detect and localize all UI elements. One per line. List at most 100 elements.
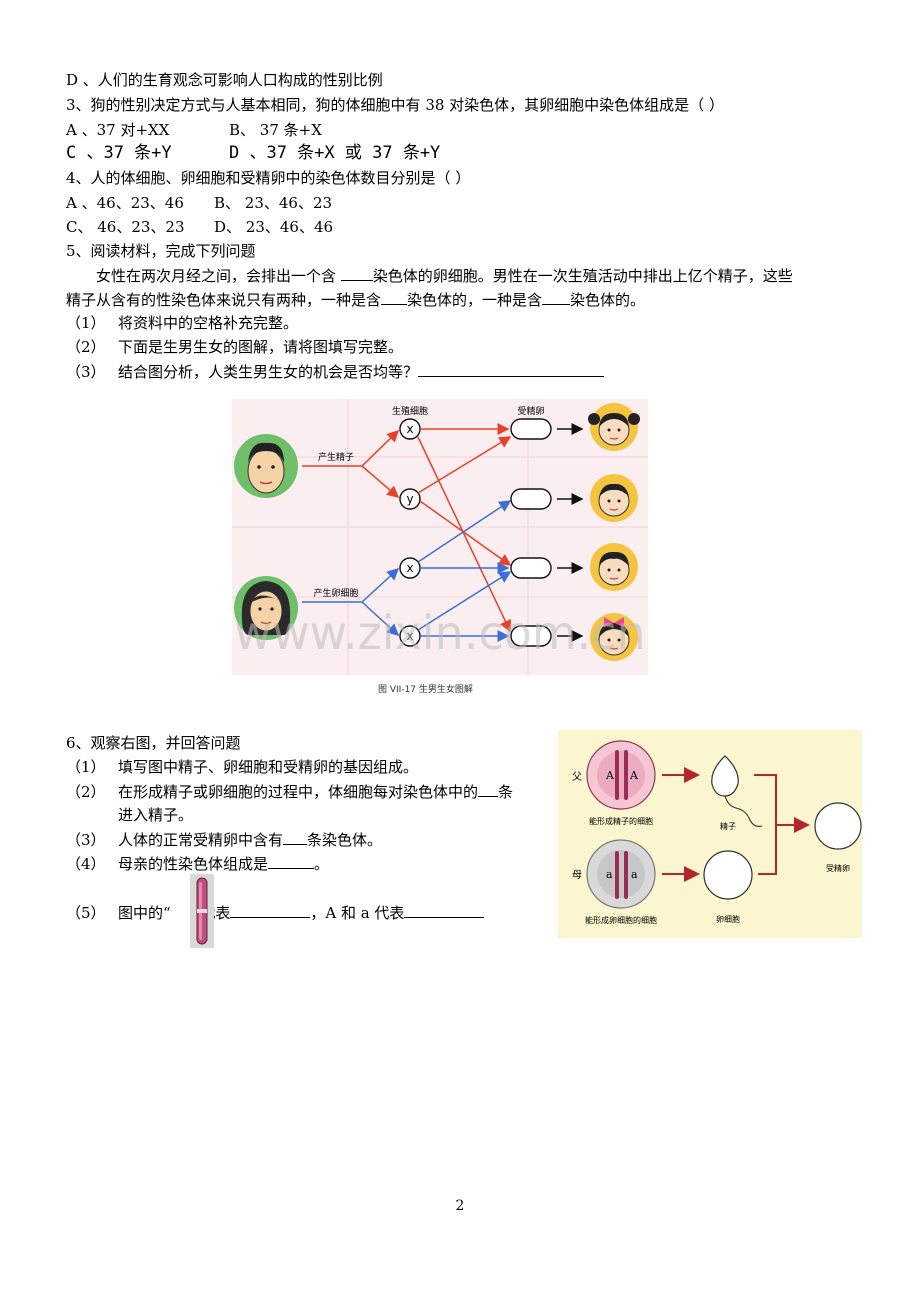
watermark: www.zixin.com.cn [234, 606, 645, 660]
label-zygote: 受精卵 [517, 405, 544, 417]
mother-arrows [302, 567, 400, 637]
q5-text: 染色体的。 [570, 291, 646, 309]
mother-cell: a a [586, 839, 656, 909]
label-egg-forming-cell: 能形成卵细胞的细胞 [585, 915, 657, 925]
sperm-to-zygote-arrows [417, 423, 512, 633]
diagram-background [232, 399, 648, 675]
subquestion-number: （3） [66, 831, 106, 849]
gene-transmission-diagram: 父 母 A A 能形成精子的细胞 a a 能形成卵细胞的细胞 [558, 730, 862, 938]
germ-cell-egg-x-1: x [399, 557, 421, 579]
q5-subquestion-1: （1） 将资料中的空格补充完整。 [66, 313, 298, 333]
father-face-icon [234, 434, 298, 498]
answer-blank[interactable] [542, 289, 571, 305]
q6-subquestion-2: （2） 在形成精子或卵细胞的过程中，体细胞每对染色体中的 条 [66, 781, 513, 802]
answer-blank[interactable] [478, 781, 499, 797]
subquestion-number: （2） [66, 783, 106, 801]
zygote-blank-2[interactable] [510, 488, 552, 510]
subquestion-number: （3） [66, 363, 106, 381]
label-produce-sperm: 产生精子 [318, 451, 354, 463]
boy-face-icon [590, 543, 638, 591]
subquestion-number: （4） [66, 855, 106, 873]
q5-subquestion-2: （2）下面是生男生女的图解，请将图填写完整。 [66, 337, 403, 357]
answer-blank[interactable] [340, 265, 373, 281]
q5-text: 染色体的卵细胞。男性在一次生殖活动中排出上亿个精子，这些 [372, 267, 793, 285]
girl-face-icon [590, 613, 638, 661]
mother-face-icon [234, 576, 298, 640]
q3-option-b: B、 37 条+X [229, 121, 322, 139]
subquestion-text: 填写图中精子、卵细胞和受精卵的基因组成。 [118, 758, 419, 776]
label-sperm: 精子 [720, 821, 736, 831]
label-germ-cell: 生殖细胞 [392, 405, 428, 417]
q3-option-c: C 、37 条+Y [66, 143, 172, 163]
label-egg: 卵细胞 [716, 914, 740, 924]
q4-option-c: C、 46、23、23 [66, 218, 185, 236]
answer-blank[interactable] [404, 902, 485, 918]
label-zygote: 受精卵 [826, 863, 850, 873]
subquestion-number: （1） [66, 758, 106, 776]
q4-option-a: A 、46、23、46 [66, 194, 184, 212]
subquestion-text: 条染色体。 [307, 831, 383, 849]
q4-option-d: D、 23、46、46 [214, 218, 334, 236]
q4-options-cd: C、 46、23、23 D、 23、46、46 [66, 217, 333, 237]
subquestion-text: 在形成精子或卵细胞的过程中，体细胞每对染色体中的 [118, 783, 479, 801]
label-father: 父 [572, 771, 582, 783]
label-sperm-forming-cell: 能形成精子的细胞 [589, 816, 653, 826]
zygote-blank-1[interactable] [510, 418, 552, 440]
question-4: 4、人的体细胞、卵细胞和受精卵中的染色体数目分别是（ ） [66, 169, 471, 187]
subquestion-text: 图中的“ [118, 904, 171, 922]
q5-paragraph-line1: 女性在两次月经之间，会排出一个含 染色体的卵细胞。男性在一次生殖活动中排出上亿个… [96, 265, 793, 286]
q3-options-cd: C 、37 条+Y D 、37 条+X 或 37 条+Y [66, 143, 440, 163]
sperm-icon [711, 755, 763, 827]
question-6: 6、观察右图，并回答问题 [66, 734, 241, 752]
subquestion-text: 结合图分析，人类生男生女的机会是否均等？ [118, 363, 419, 381]
q6-subquestion-5: （5）图中的“”代表，A 和 a 代表 [66, 902, 485, 923]
q6-subquestion-4: （4） 母亲的性染色体组成是 。 [66, 853, 329, 874]
gene-label: A [605, 769, 615, 782]
chromosome-icon [190, 874, 214, 948]
father-cell: A A [586, 740, 656, 810]
subquestion-text: 条 [498, 783, 514, 801]
gene-label: A [629, 769, 639, 782]
page-number: 2 [455, 1198, 465, 1214]
subquestion-text: 人体的正常受精卵中含有 [118, 831, 284, 849]
figure-caption: 图 VII-17 生男生女图解 [378, 683, 473, 695]
answer-blank[interactable] [381, 289, 408, 305]
q3-option-d: D 、37 条+X 或 37 条+Y [229, 143, 441, 163]
q5-text: 精子从含有的性染色体来说只有两种，一种是含 [66, 291, 382, 309]
q5-text: 染色体的，一种是含 [407, 291, 543, 309]
subquestion-text: 母亲的性染色体组成是 [118, 855, 269, 873]
subquestion-text: 。 [314, 855, 330, 873]
gene-label: a [631, 868, 638, 881]
answer-blank[interactable] [418, 361, 605, 377]
girl-face-icon [588, 403, 640, 451]
egg-cell-icon [703, 850, 753, 900]
answer-blank[interactable] [283, 829, 308, 845]
q6-subquestion-1: （1） 填写图中精子、卵细胞和受精卵的基因组成。 [66, 757, 418, 777]
q4-option-b: B、 23、46、23 [214, 194, 333, 212]
subquestion-text: 将资料中的空格补充完整。 [118, 314, 299, 332]
boy-face-icon [590, 474, 638, 522]
answer-blank[interactable] [268, 853, 315, 869]
q5-paragraph-line2: 精子从含有的性染色体来说只有两种，一种是含 染色体的，一种是含 染色体的。 [66, 289, 645, 310]
answer-blank[interactable] [230, 902, 311, 918]
subquestion-number: （1） [66, 314, 106, 332]
question-5: 5、阅读材料，完成下列问题 [66, 242, 256, 260]
label-produce-egg: 产生卵细胞 [313, 587, 358, 599]
zygote-blank-4[interactable] [510, 625, 552, 647]
chromosome-label: x [406, 422, 413, 436]
zygote-blank-3[interactable] [510, 557, 552, 579]
subquestion-text: 下面是生男生女的图解，请将图填写完整。 [118, 338, 404, 356]
q6-subquestion-3: （3） 人体的正常受精卵中含有 条染色体。 [66, 829, 382, 850]
subquestion-number: （5） [66, 904, 106, 922]
merge-arrows [754, 774, 810, 875]
chromosome-label: x [406, 561, 413, 575]
q4-options-ab: A 、46、23、46 B、 23、46、23 [66, 193, 332, 213]
q6-subquestion-2-cont: 进入精子。 [118, 806, 194, 824]
q5-subquestion-3: （3） 结合图分析，人类生男生女的机会是否均等？ [66, 361, 605, 382]
chromosome-label: y [406, 492, 413, 506]
subquestion-text: ，A 和 a 代表 [310, 904, 405, 922]
grid-lines [232, 399, 648, 675]
zygote-to-child-arrows [557, 423, 584, 642]
